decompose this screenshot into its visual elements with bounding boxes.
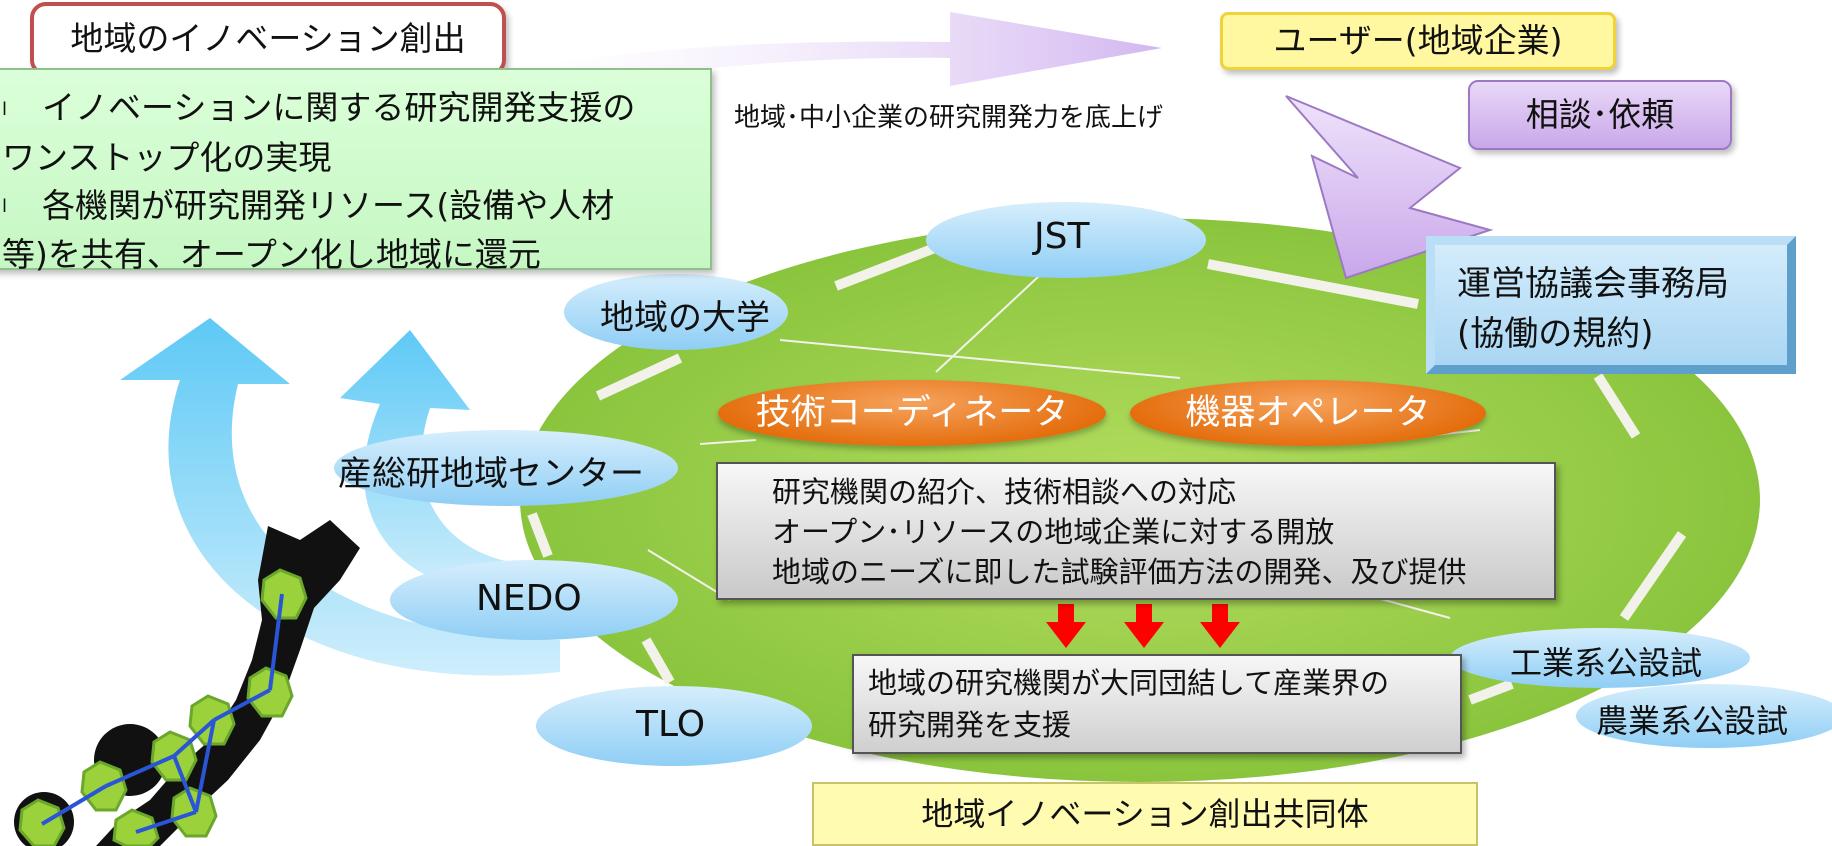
secretariat-note: (協働の規約) xyxy=(1457,314,1654,354)
institution-blobs xyxy=(334,202,1832,766)
innovation-title: 地域のイノベーション創出 xyxy=(30,2,506,76)
support-line: 地域の研究機関が大同団結して産業界の xyxy=(868,666,1390,700)
upper-flow-arrow xyxy=(505,12,1162,95)
connection-arrows xyxy=(527,241,1687,705)
region-nodes xyxy=(18,568,308,846)
support-line: 研究開発を支援 xyxy=(868,708,1072,742)
jst-label: JST xyxy=(1034,216,1090,257)
secretariat-name: 運営協議会事務局 xyxy=(1457,264,1729,304)
service-item: 研究機関の紹介、技術相談への対応 xyxy=(772,475,1237,509)
inner-cycle-arrow xyxy=(340,330,560,596)
aist-label: 産総研地域センター xyxy=(338,454,644,494)
consult-arrow xyxy=(1285,95,1494,280)
region-links xyxy=(40,593,284,834)
secretariat-box: 運営協議会事務局 (協働の規約) xyxy=(1426,236,1796,374)
outer-cycle-arrow xyxy=(120,318,560,676)
goal-item: ワンストップ化の実現 xyxy=(2,137,332,177)
industrial-lab-label: 工業系公設試 xyxy=(1510,644,1703,682)
consult-box: 相談･依頼 xyxy=(1468,80,1732,150)
flow-caption: 地域･中小企業の研究開発力を底上げ xyxy=(734,103,1164,133)
tlo-label: TLO xyxy=(636,704,706,745)
operator-pill: 機器オペレータ xyxy=(1130,380,1486,446)
community-box: 地域イノベーション創出共同体 xyxy=(812,782,1478,846)
coordinator-pill: 技術コーディネータ xyxy=(718,380,1106,446)
support-box: 地域の研究機関が大同団結して産業界の 研究開発を支援 xyxy=(852,654,1462,754)
user-box: ユーザー(地域企業) xyxy=(1220,12,1616,70)
agricultural-lab-label: 農業系公設試 xyxy=(1596,702,1789,740)
services-box: 研究機関の紹介、技術相談への対応 オープン･リソースの地域企業に対する開放 地域… xyxy=(716,462,1556,600)
service-item: オープン･リソースの地域企業に対する開放 xyxy=(772,515,1335,549)
nedo-label: NEDO xyxy=(476,578,582,619)
university-label: 地域の大学 xyxy=(600,298,770,338)
service-item: 地域のニーズに即した試験評価方法の開発、及び提供 xyxy=(772,555,1467,589)
red-down-arrows xyxy=(1046,604,1240,648)
goal-item: 等)を共有、オープン化し地域に還元 xyxy=(2,235,541,274)
